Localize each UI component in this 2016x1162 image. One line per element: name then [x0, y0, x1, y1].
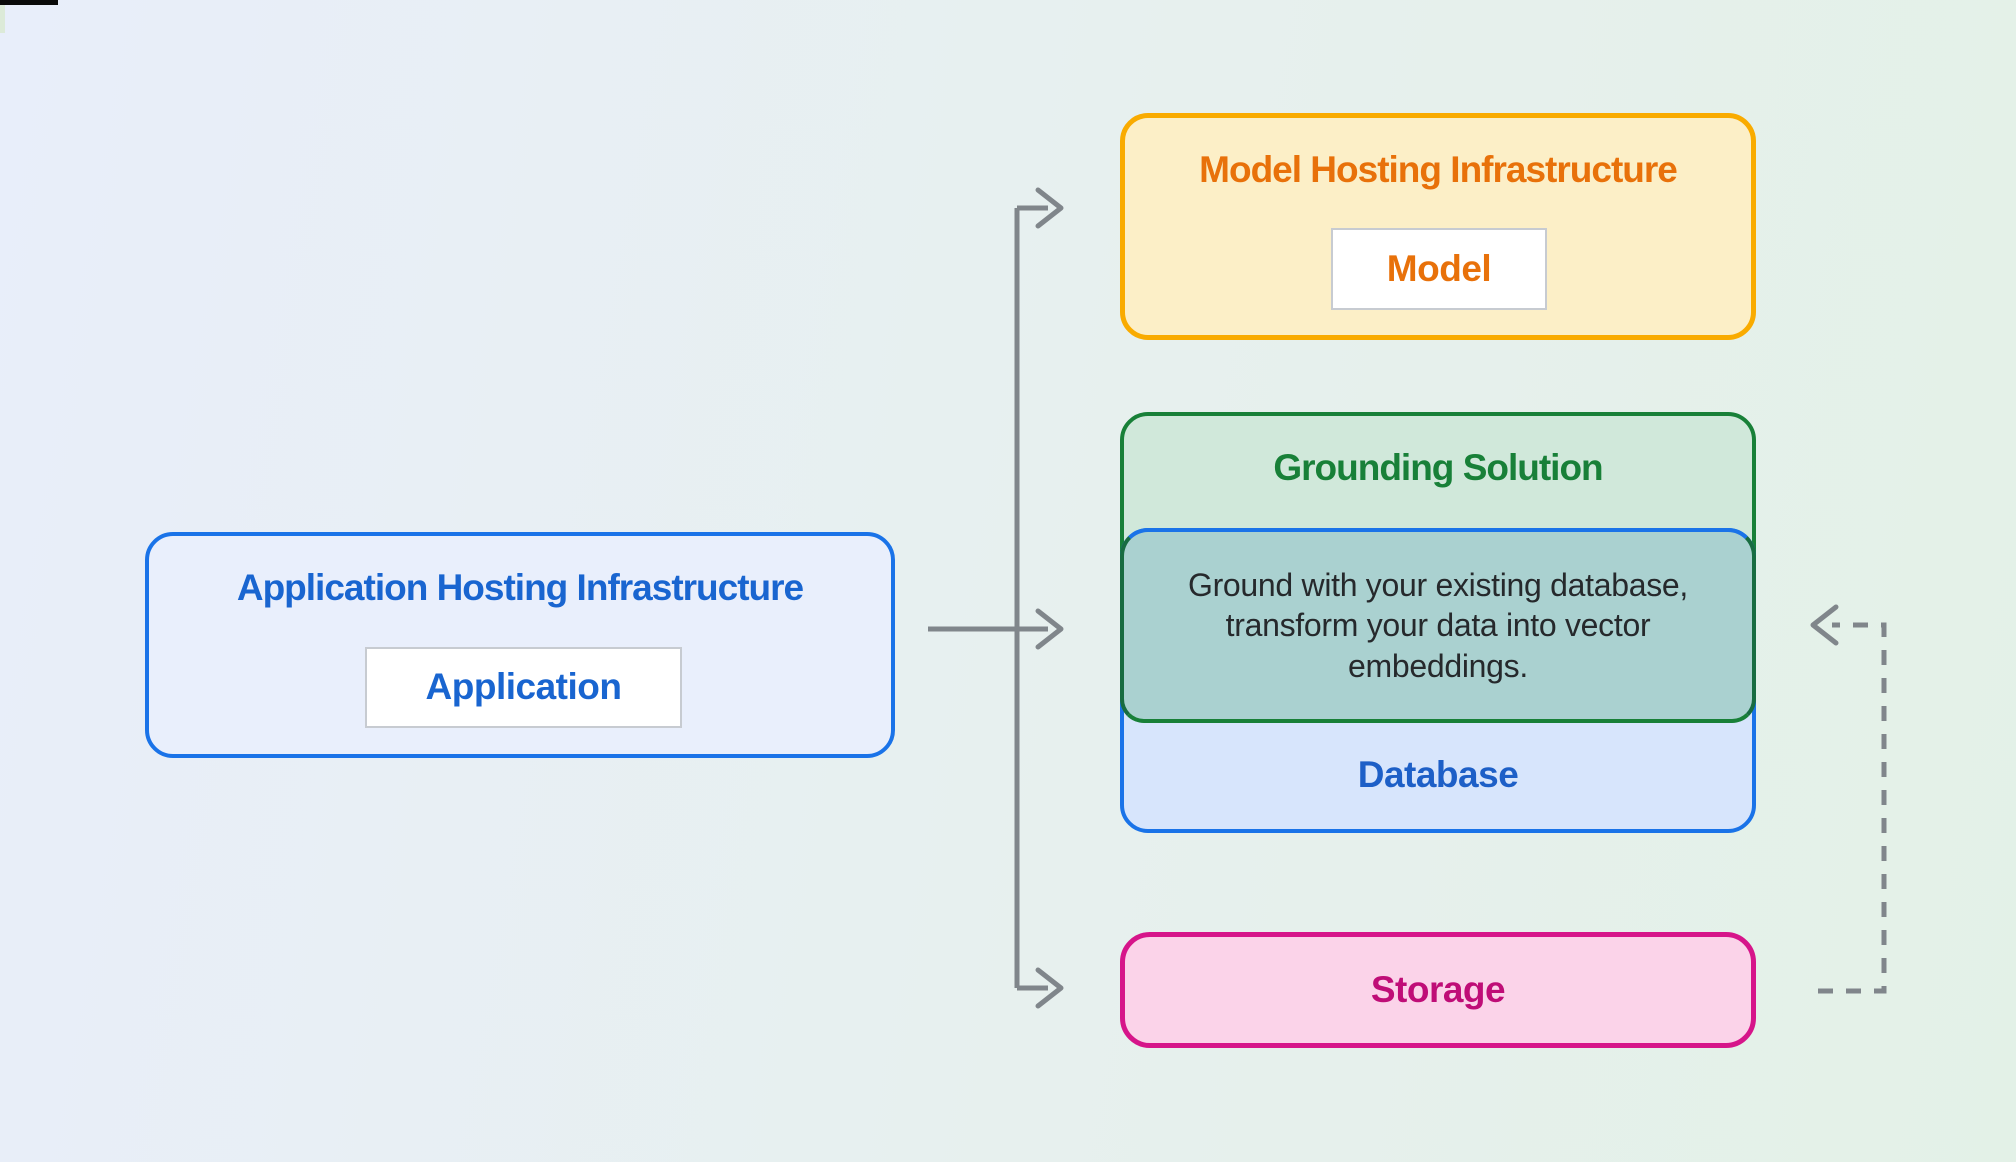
- grounding-solution-title: Grounding Solution: [1273, 447, 1603, 488]
- storage-box: Storage: [1120, 932, 1756, 1048]
- storage-label: Storage: [1370, 968, 1506, 1010]
- model-chip: Model: [1331, 228, 1547, 310]
- arrow-to-model-head: [1035, 187, 1064, 229]
- grounding-description-line-1: Ground with your existing database,: [1187, 567, 1689, 604]
- grounding-description-line-3: embeddings.: [1348, 647, 1528, 684]
- arrow-to-storage-head: [1035, 967, 1064, 1009]
- dashed-feedback-head: [1810, 604, 1839, 646]
- grounding-description: Ground with your existing database, tran…: [1138, 565, 1738, 686]
- model-hosting-title: Model Hosting Infrastructure: [1199, 149, 1678, 190]
- database-label: Database: [1357, 754, 1519, 795]
- corner-artifact: [0, 0, 58, 5]
- grounding-description-line-2: transform your data into vector: [1225, 607, 1651, 644]
- grounding-database-overlap: Ground with your existing database, tran…: [1120, 528, 1756, 723]
- model-chip-label: Model: [1386, 247, 1492, 289]
- dashed-feedback-line: [1818, 622, 1887, 994]
- application-chip: Application: [365, 647, 682, 728]
- application-chip-label: Application: [425, 666, 622, 708]
- corner-artifact-sliver: [0, 5, 5, 33]
- application-hosting-title: Application Hosting Infrastructure: [236, 567, 804, 608]
- arrow-to-grounding-head: [1035, 608, 1064, 650]
